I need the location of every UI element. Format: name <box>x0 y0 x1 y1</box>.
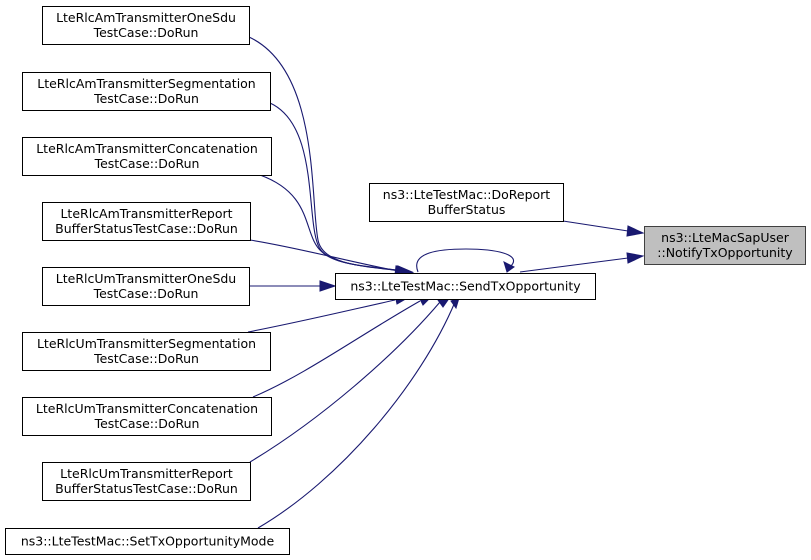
node-box <box>335 273 596 300</box>
node-box <box>369 183 564 222</box>
node-box <box>644 226 806 265</box>
node-um-concatenation[interactable]: LteRlcUmTransmitterConcatenationTestCase… <box>22 397 272 436</box>
edge-do-report-to-notify-tx <box>562 220 645 237</box>
edge-um-concatenation-to-send-tx <box>252 294 435 398</box>
edge-um-one-sdu-to-send-tx <box>250 280 337 292</box>
arrowhead-icon <box>626 252 645 264</box>
edge-am-one-sdu-to-send-tx <box>248 36 412 276</box>
node-um-segmentation[interactable]: LteRlcUmTransmitterSegmentationTestCase:… <box>22 332 271 371</box>
edge-line <box>249 239 399 272</box>
node-label-line: LteRlcUmTransmitterSegmentation <box>37 336 256 351</box>
edge-send-tx-to-notify-tx <box>519 252 645 273</box>
node-box <box>42 267 250 306</box>
node-box <box>42 202 251 241</box>
edge-line <box>257 301 456 529</box>
node-box <box>22 72 271 111</box>
node-label-line: BufferStatusTestCase::DoRun <box>55 481 238 496</box>
node-label-line: ::NotifyTxOpportunity <box>657 245 793 260</box>
arrowhead-icon <box>626 225 645 237</box>
node-box <box>22 137 272 176</box>
nodes-layer: LteRlcAmTransmitterOneSduTestCase::DoRun… <box>5 6 806 555</box>
node-label-line: LteRlcUmTransmitterConcatenation <box>36 401 258 416</box>
node-label-line: TestCase::DoRun <box>93 286 199 301</box>
node-send-tx[interactable]: ns3::LteTestMac::SendTxOpportunity <box>335 273 596 300</box>
node-label-line: LteRlcAmTransmitterSegmentation <box>37 76 255 91</box>
node-label-line: LteRlcUmTransmitterOneSdu <box>56 271 236 286</box>
node-label-line: TestCase::DoRun <box>93 25 199 40</box>
node-label-line: LteRlcUmTransmitterReport <box>60 466 233 481</box>
edge-set-tx-mode-to-send-tx <box>257 297 460 529</box>
node-set-tx-mode[interactable]: ns3::LteTestMac::SetTxOpportunityMode <box>5 528 290 555</box>
node-box <box>22 397 272 436</box>
node-label-line: LteRlcAmTransmitterOneSdu <box>56 10 236 25</box>
edge-line <box>259 174 398 271</box>
edge-line <box>416 248 514 273</box>
edge-line <box>562 220 629 232</box>
edge-send-tx-to-send-tx <box>416 248 515 273</box>
node-label-line: LteRlcAmTransmitterReport <box>60 206 232 221</box>
node-box <box>22 332 271 371</box>
node-box <box>42 6 250 45</box>
node-label-line: TestCase::DoRun <box>94 416 200 431</box>
edge-um-report-to-send-tx <box>249 296 452 463</box>
edge-line <box>519 257 629 273</box>
arrowhead-icon <box>503 261 515 273</box>
node-label-line: ns3::LteMacSapUser <box>661 230 790 245</box>
node-box <box>42 462 251 501</box>
node-am-concatenation[interactable]: LteRlcAmTransmitterConcatenationTestCase… <box>22 137 272 176</box>
node-box <box>5 528 290 555</box>
node-label-line: BufferStatus <box>428 202 506 217</box>
node-label-line: TestCase::DoRun <box>93 351 199 366</box>
node-label-line: LteRlcAmTransmitterConcatenation <box>36 141 258 156</box>
node-label-line: BufferStatusTestCase::DoRun <box>55 221 238 236</box>
arrowhead-icon <box>319 280 337 292</box>
edge-line <box>249 301 441 463</box>
edge-line <box>252 300 421 398</box>
node-label-line: TestCase::DoRun <box>93 91 199 106</box>
node-label-line: ns3::LteTestMac::SendTxOpportunity <box>350 279 581 294</box>
node-label-line: TestCase::DoRun <box>94 156 200 171</box>
node-um-report[interactable]: LteRlcUmTransmitterReportBufferStatusTes… <box>42 462 251 501</box>
node-am-report[interactable]: LteRlcAmTransmitterReportBufferStatusTes… <box>42 202 251 241</box>
node-label-line: ns3::LteTestMac::SetTxOpportunityMode <box>21 534 275 549</box>
edge-um-segmentation-to-send-tx <box>247 294 411 333</box>
node-label-line: ns3::LteTestMac::DoReport <box>383 187 551 202</box>
node-notify-tx: ns3::LteMacSapUser::NotifyTxOpportunity <box>644 226 806 265</box>
edge-line <box>247 299 396 333</box>
node-am-segmentation[interactable]: LteRlcAmTransmitterSegmentationTestCase:… <box>22 72 271 111</box>
